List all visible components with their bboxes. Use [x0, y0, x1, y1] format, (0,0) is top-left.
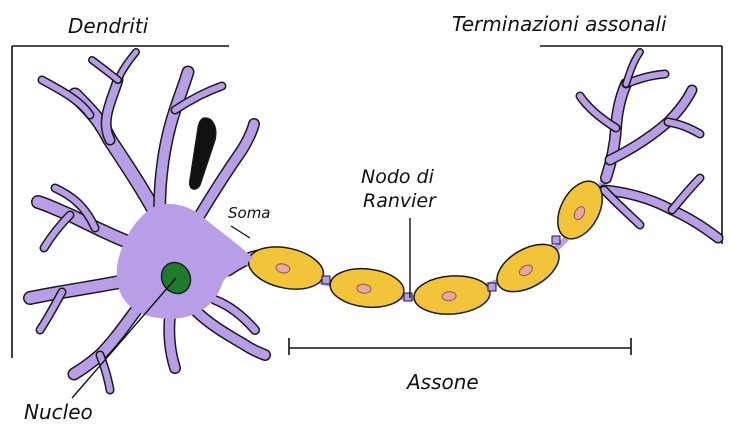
myelin-segment-3 [413, 273, 491, 316]
node-of-ranvier-label-line2: Ranvier [363, 189, 436, 213]
ranvier-node-3 [488, 283, 496, 291]
dendrite-branch-10 [44, 215, 70, 248]
terminal-branch-7-outline [604, 190, 718, 238]
dendrite-branch-4 [118, 52, 136, 80]
node-of-ranvier-label-line1: Nodo di [361, 165, 434, 189]
terminal-branch-6 [668, 122, 700, 134]
myelin-segment-4 [489, 235, 567, 302]
terminal-branch-2 [580, 96, 616, 128]
dendrite-branch-5 [92, 60, 118, 80]
nucleus-label: Nucleo [24, 400, 93, 424]
terminal-branch-8 [672, 178, 700, 210]
axon-label: Assone [407, 370, 479, 394]
ranvier-node-4 [552, 236, 560, 244]
dark-organelle [190, 118, 216, 189]
myelin-segment-1 [245, 241, 328, 296]
ranvier-node-1 [322, 276, 330, 284]
dendrites-label: Dendriti [68, 14, 148, 38]
soma-pointer [231, 226, 250, 238]
soma-label: Soma [228, 204, 271, 222]
myelin-segment-2 [328, 265, 406, 311]
axon-terminals-label: Terminazioni assonali [452, 12, 667, 36]
ranvier-node-2 [404, 293, 412, 301]
